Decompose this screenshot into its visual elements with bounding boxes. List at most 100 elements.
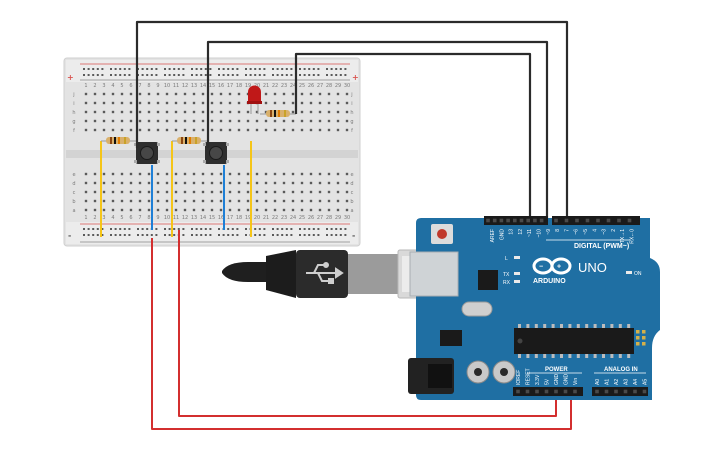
breadboard-hole <box>210 92 214 96</box>
breadboard-hole <box>318 199 322 203</box>
pin-label: TX→1 <box>620 229 626 243</box>
breadboard-hole <box>120 92 124 96</box>
rail-hole <box>344 68 347 70</box>
breadboard-hole <box>210 208 214 212</box>
column-number-top: 16 <box>218 83 224 89</box>
rail-hole <box>339 74 342 76</box>
breadboard-hole <box>192 199 196 203</box>
breadboard-hole <box>174 110 178 114</box>
pin-label: ~10 <box>537 229 543 238</box>
top-rail-plus-label: + <box>67 73 74 82</box>
breadboard-hole <box>192 92 196 96</box>
breadboard-hole <box>255 208 259 212</box>
column-number-bottom: 30 <box>344 215 350 221</box>
chip-pin <box>534 354 538 358</box>
breadboard-hole <box>147 199 151 203</box>
breadboard-hole <box>138 208 142 212</box>
column-number-top: 24 <box>290 83 296 89</box>
breadboard-hole <box>264 101 268 105</box>
pin-label: 13 <box>509 229 515 235</box>
column-number-top: 3 <box>102 83 105 89</box>
breadboard-hole <box>183 172 187 176</box>
rail-hole <box>96 74 99 76</box>
breadboard-hole <box>219 199 223 203</box>
analog-section-label: ANALOG IN <box>604 367 638 373</box>
breadboard-hole <box>345 128 349 132</box>
row-letter: i <box>73 101 74 107</box>
arduino-brand-label: ARDUINO <box>533 278 566 285</box>
rail-hole <box>326 68 328 70</box>
rail-hole <box>339 234 342 236</box>
breadboard-hole <box>273 172 277 176</box>
breadboard-hole <box>102 199 106 203</box>
breadboard-hole <box>120 128 124 132</box>
rail-hole <box>96 228 99 230</box>
breadboard-hole <box>138 190 142 194</box>
blue-wires <box>151 165 225 230</box>
column-number-bottom: 25 <box>299 215 305 221</box>
breadboard-hole <box>264 208 268 212</box>
breadboard-hole <box>345 119 349 123</box>
breadboard-hole <box>327 181 331 185</box>
breadboard-hole <box>255 119 259 123</box>
breadboard-hole <box>282 172 286 176</box>
breadboard-hole <box>228 110 232 114</box>
rail-hole <box>258 74 261 76</box>
rail-hole <box>290 68 293 70</box>
rail-hole <box>177 68 180 70</box>
rail-hole <box>263 234 266 236</box>
breadboard-holes <box>83 68 349 236</box>
rail-hole <box>146 234 149 236</box>
rail-hole <box>263 68 266 70</box>
push-button-icon[interactable] <box>134 142 160 164</box>
pin-label: A4 <box>633 379 639 385</box>
breadboard-hole <box>192 119 196 123</box>
breadboard-hole <box>345 92 349 96</box>
breadboard-hole <box>165 101 169 105</box>
breadboard-hole <box>336 92 340 96</box>
breadboard-hole <box>255 110 259 114</box>
rail-hole <box>101 74 104 76</box>
rail-hole <box>92 228 95 230</box>
breadboard-hole <box>327 101 331 105</box>
rail-hole <box>236 74 239 76</box>
resistor-icon <box>260 110 296 117</box>
header-pin <box>633 389 637 394</box>
breadboard-hole <box>282 181 286 185</box>
breadboard-hole <box>201 172 205 176</box>
breadboard-hole <box>327 92 331 96</box>
rail-hole <box>272 68 274 70</box>
rail-hole <box>164 68 166 70</box>
column-number-bottom: 13 <box>191 215 197 221</box>
resistor-icon <box>172 137 208 144</box>
breadboard-hole <box>201 128 205 132</box>
rail-hole <box>317 68 320 70</box>
breadboard-hole <box>318 181 322 185</box>
breadboard-hole <box>336 181 340 185</box>
rail-hole <box>312 234 315 236</box>
atmega-chip <box>514 328 634 354</box>
breadboard-hole <box>309 172 313 176</box>
breadboard-hole <box>210 199 214 203</box>
breadboard-hole <box>228 208 232 212</box>
breadboard-hole <box>264 199 268 203</box>
row-letter: c <box>73 190 76 196</box>
breadboard-hole <box>84 92 88 96</box>
reset-button[interactable] <box>431 224 453 244</box>
analog-header <box>592 387 648 396</box>
breadboard-hole <box>336 101 340 105</box>
breadboard-hole <box>336 208 340 212</box>
breadboard-hole <box>165 208 169 212</box>
column-number-bottom: 24 <box>290 215 296 221</box>
header-pin <box>595 389 599 394</box>
rail-hole <box>209 68 212 70</box>
breadboard-hole <box>237 128 241 132</box>
push-button-icon[interactable] <box>203 142 229 164</box>
breadboard-hole <box>192 110 196 114</box>
breadboard-hole <box>111 181 115 185</box>
breadboard-hole <box>327 208 331 212</box>
breadboard-hole <box>228 190 232 194</box>
breadboard-hole <box>282 190 286 194</box>
black-wire-button-1 <box>135 20 569 222</box>
